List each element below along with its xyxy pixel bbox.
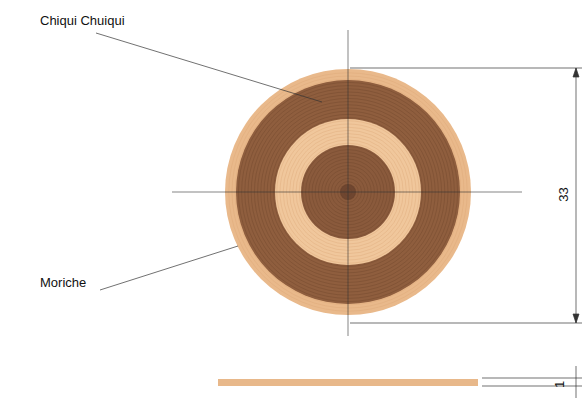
leader-lines xyxy=(96,33,322,290)
dimension-value: 33 xyxy=(556,187,569,201)
part-name: Chiqui Chuiqui xyxy=(40,14,125,27)
part-name: Moriche xyxy=(40,276,86,289)
dimension-lines xyxy=(350,68,582,398)
dimension-value: 1 xyxy=(553,381,566,388)
side-view xyxy=(218,379,478,386)
center-lines xyxy=(172,30,522,336)
